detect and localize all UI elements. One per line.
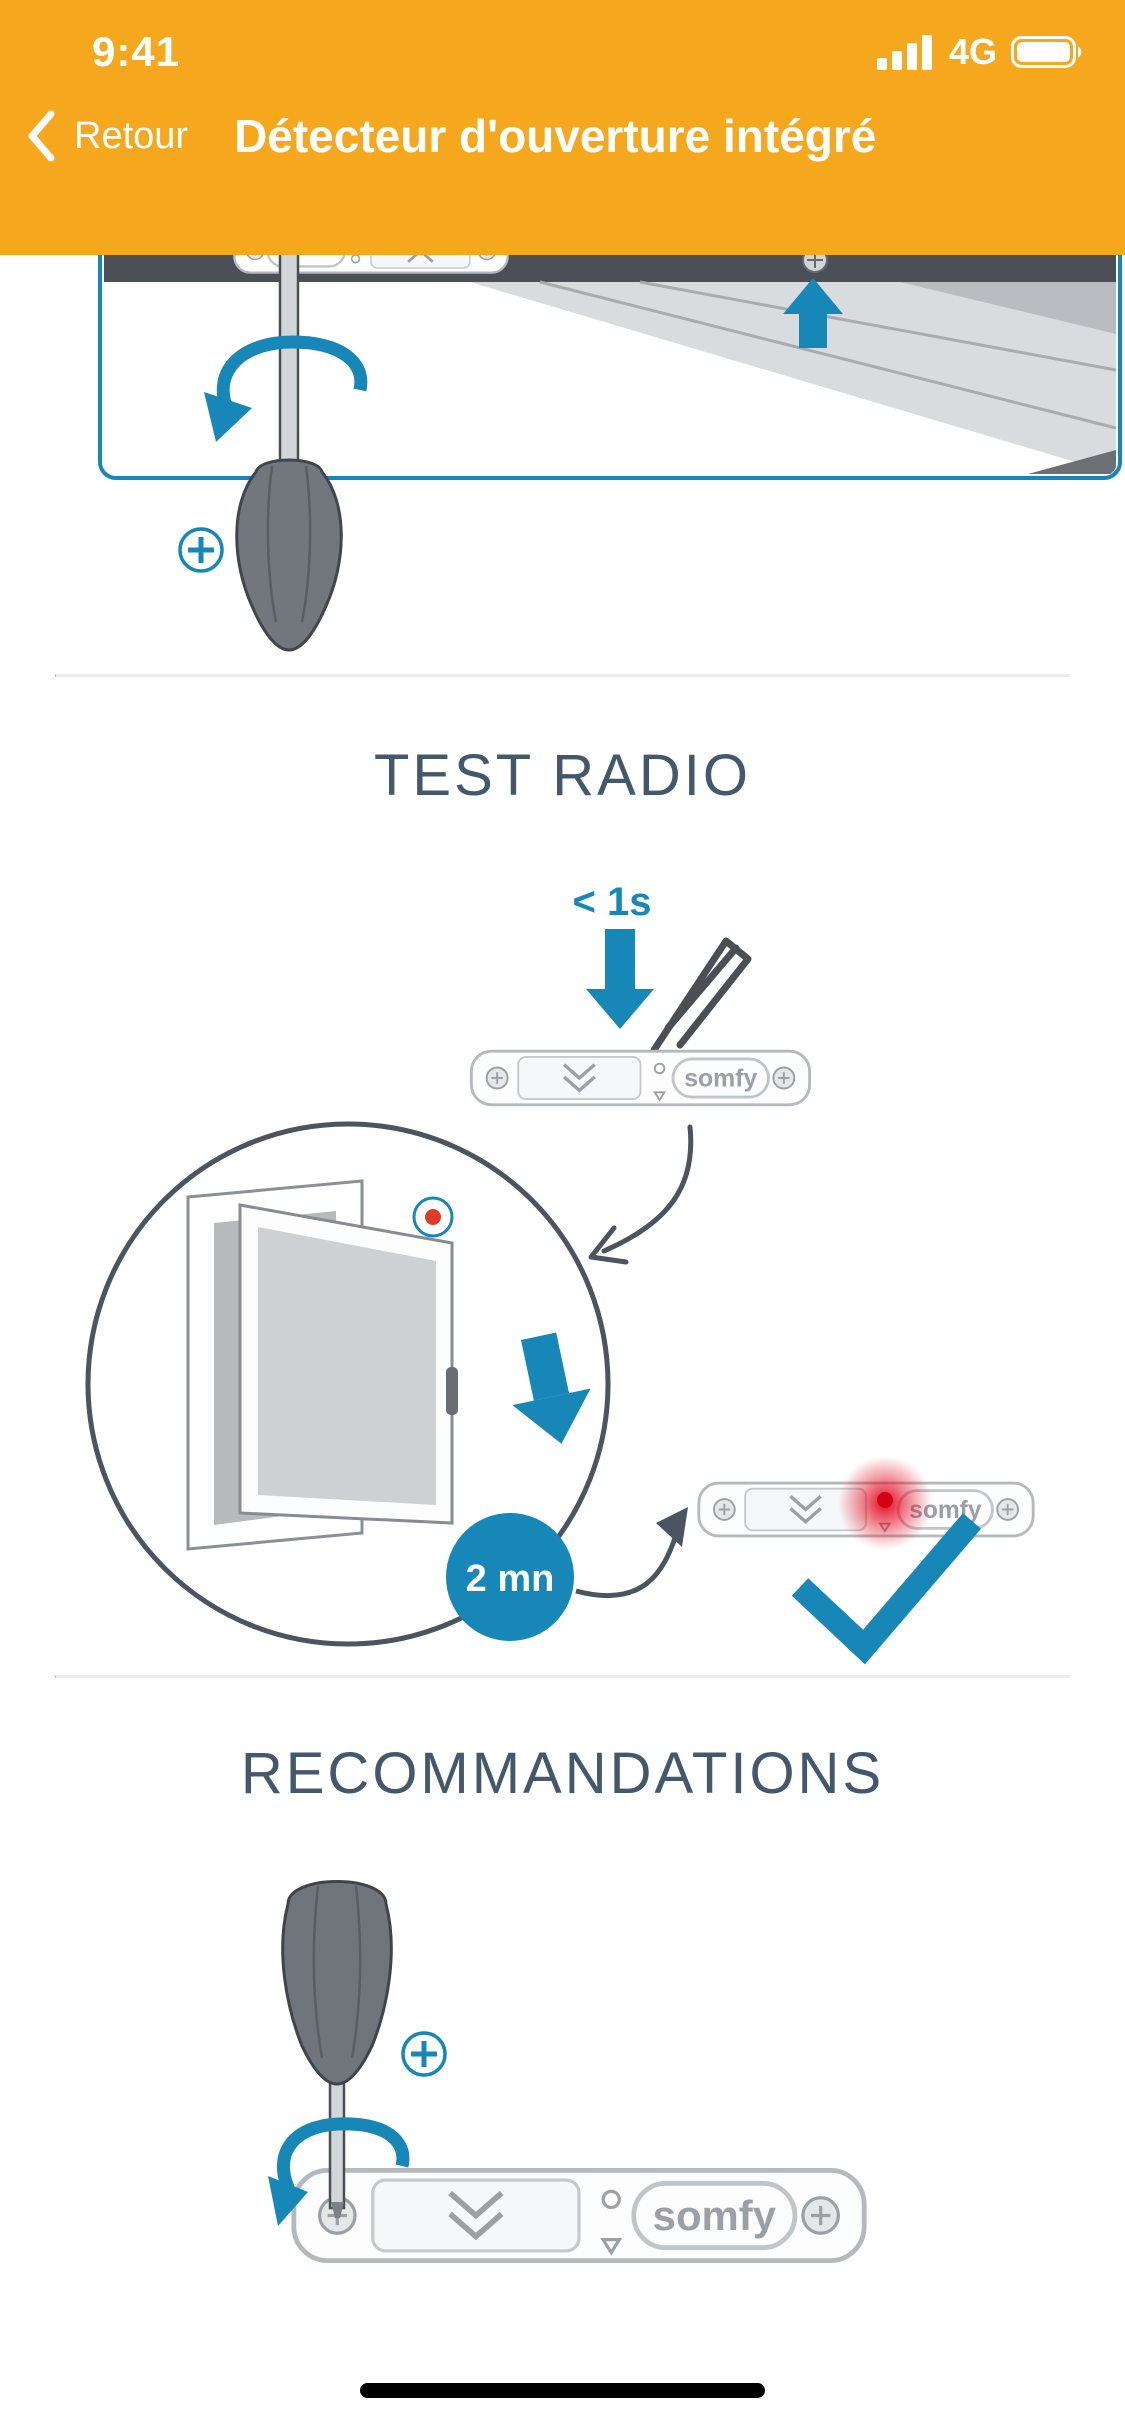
screw-mount-illustration: somfy: [98, 255, 1122, 652]
insert-up-arrow-icon: [783, 278, 843, 348]
back-label: Retour: [74, 114, 189, 157]
paperclip-icon: [650, 937, 752, 1054]
unscrew-rotation-arrow-icon: [268, 2117, 410, 2226]
chevron-left-icon: [28, 110, 55, 162]
recommendations-illustration: [268, 1880, 1125, 2340]
section-title-test-radio: TEST RADIO: [374, 743, 751, 808]
phillips-screw-icon: [401, 2031, 447, 2077]
frame-screw: [802, 255, 828, 273]
close-window-arrow-icon: [512, 1332, 591, 1444]
signal-icon: [876, 35, 932, 70]
header: 9:41 4G Ret: [0, 0, 1125, 255]
sensor-device-mounted: [232, 255, 510, 274]
press-duration-label: < 1s: [573, 880, 652, 924]
home-indicator[interactable]: [360, 2383, 765, 2398]
page-title: Détecteur d'ouverture intégré: [234, 110, 877, 162]
press-down-arrow-icon: [586, 929, 654, 1029]
wait-duration-label: 2 mn: [466, 1558, 555, 1600]
section-title-recommandations: RECOMMANDATIONS: [240, 1741, 885, 1806]
section-divider: [55, 674, 1070, 677]
unscrew-rotation-arrow-icon: [204, 335, 368, 442]
window-frame-corner: [104, 255, 1117, 474]
section-divider: [55, 1675, 1070, 1678]
battery-icon: [1011, 36, 1082, 68]
status-bar: 9:41 4G: [0, 0, 1125, 76]
screwdriver: [281, 1880, 393, 2218]
led-indicator-icon: [412, 1196, 454, 1238]
wait-duration-badge: 2 mn: [446, 1513, 574, 1641]
test-radio-illustration: < 1s: [85, 880, 1035, 1665]
phillips-screw-icon: [178, 527, 224, 573]
window-handle: [446, 1367, 458, 1415]
sensor-device-pressed: [469, 1049, 812, 1107]
back-button[interactable]: Retour: [24, 108, 188, 164]
red-led-dot: [877, 1492, 893, 1508]
network-type-label: 4G: [948, 31, 997, 72]
open-window: [186, 1179, 458, 1551]
sensor-device-large: [294, 2170, 864, 2260]
checkmark-icon: [791, 1513, 982, 1665]
connector-arrow-to-sensor: [575, 1507, 688, 1599]
nav-bar: Retour Détecteur d'ouverture intégré: [0, 108, 1125, 164]
status-time: 9:41: [92, 28, 181, 75]
connector-arrow-to-window: [588, 1124, 694, 1265]
